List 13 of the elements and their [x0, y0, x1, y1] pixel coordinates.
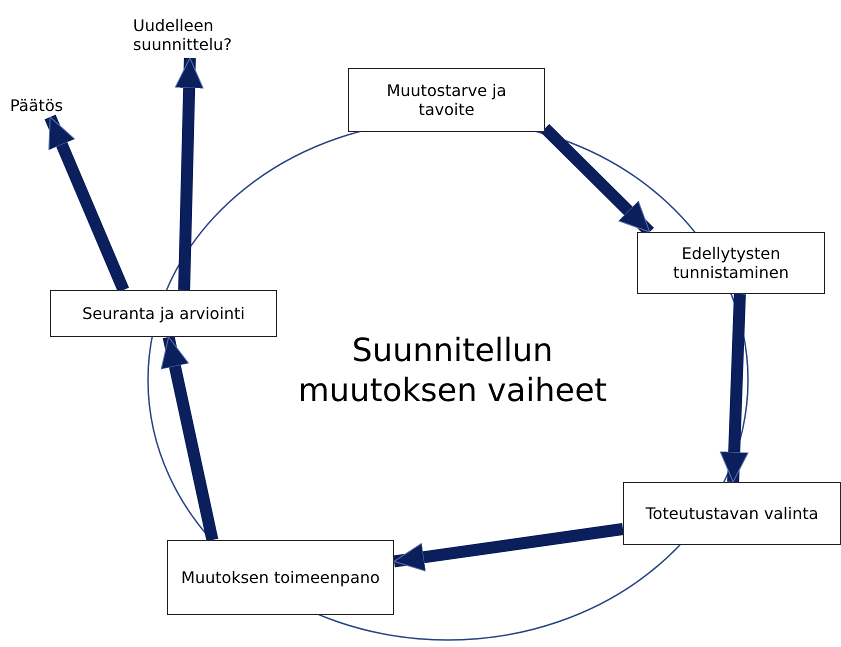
block-arrow	[44, 114, 130, 292]
process-box: Edellytysten tunnistaminen	[637, 232, 825, 294]
process-box: Muutostarve ja tavoite	[348, 68, 545, 132]
process-box: Toteutustavan valinta	[623, 482, 841, 545]
diagram-title: Suunnitellun muutoksen vaiheet	[297, 330, 608, 410]
block-arrow	[160, 336, 218, 542]
block-arrow	[174, 58, 204, 290]
outcome-text: Päätös	[10, 93, 80, 117]
process-box: Muutoksen toimeenpano	[167, 540, 394, 615]
outcome-text: Uudelleen suunnittelu?	[133, 12, 258, 58]
block-arrow	[720, 294, 749, 482]
block-arrow	[393, 523, 624, 572]
process-box: Seuranta ja arviointi	[50, 290, 277, 337]
